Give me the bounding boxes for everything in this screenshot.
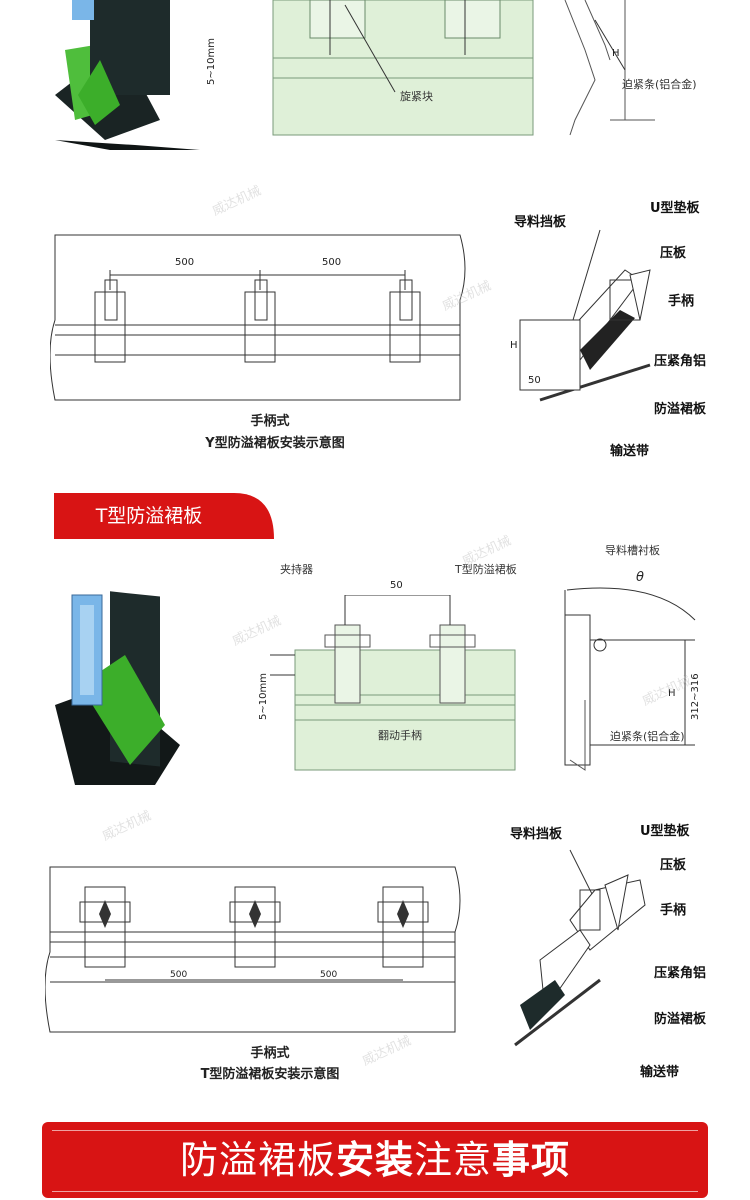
y-handle-label: 手柄 [668, 294, 695, 309]
t-dim-50: 50 [390, 580, 403, 591]
t-dim-5-10: 5~10mm [258, 673, 269, 720]
y-side-dim-h: H [510, 340, 518, 351]
t-caption-line1: 手柄式 [250, 1046, 290, 1061]
y-front-dim-left: 500 [175, 257, 195, 268]
footer-part4: 事项 [492, 1138, 571, 1182]
t-skirt-3d-photo [55, 591, 180, 785]
t-dim-range: 312~316 [690, 673, 701, 720]
t-flip-handle-label: 翻动手柄 [378, 729, 422, 742]
t-section-banner: T型防溢裙板 [54, 493, 274, 539]
tighten-block-label: 旋紧块 [400, 90, 433, 103]
t-banner-title: T型防溢裙板 [95, 505, 203, 527]
footer-part1: 防溢裙板 [179, 1138, 336, 1182]
footer-part3: 注意 [414, 1138, 493, 1182]
y-guide-plate-label: 导料挡板 [514, 215, 567, 230]
t-guide-liner-label: 导料槽衬板 [605, 544, 660, 557]
t-press-plate-label: 压板 [660, 858, 687, 873]
t-guide-plate-label: 导料挡板 [510, 827, 563, 842]
footer-frame [52, 1130, 698, 1192]
t-front-dim-right: 500 [320, 970, 338, 980]
y-top-front-drawing [272, 0, 534, 136]
y-angle-alu-label: 压紧角铝 [654, 354, 707, 369]
t-caption-line2: T型防溢裙板安装示意图 [200, 1067, 340, 1082]
y-skirt-3d-photo [55, 0, 200, 150]
y-caption-line2: Y型防溢裙板安装示意图 [205, 436, 345, 451]
y-u-pad-label: U型垫板 [650, 201, 700, 216]
t-handle-label: 手柄 [660, 903, 687, 918]
y-clamp-strip-label: 迫紧条(铝合金) [622, 78, 697, 91]
t-skirt-label-top: T型防溢裙板 [455, 563, 517, 576]
t-theta: θ [636, 570, 644, 585]
y-top-side-drawing [564, 0, 655, 136]
t-front-dim-left: 500 [170, 970, 188, 980]
y-caption-line1: 手柄式 [250, 414, 290, 429]
footer-part2: 安装 [335, 1138, 414, 1182]
y-skirt-label: 防溢裙板 [654, 402, 707, 417]
t-top-side-drawing [564, 587, 696, 771]
y-front-view-drawing [50, 234, 466, 401]
notice-footer-banner: 防溢裙板安装注意事项 [42, 1122, 708, 1198]
y-press-plate-label: 压板 [660, 246, 687, 261]
y-dim-5-10: 5~10mm [206, 38, 217, 85]
t-dim-h: H [668, 688, 676, 699]
t-belt-label: 输送带 [640, 1065, 680, 1080]
y-side-view-drawing [519, 229, 651, 402]
t-side-view-drawing [514, 849, 646, 1047]
t-clamp-strip-label: 迫紧条(铝合金) [610, 730, 685, 743]
t-clamp-label: 夹持器 [280, 563, 313, 576]
y-side-dim-50: 50 [528, 375, 541, 386]
watermark: 威达机械 [100, 808, 154, 845]
footer-title: 防溢裙板安装注意事项 [42, 1122, 708, 1198]
t-angle-alu-label: 压紧角铝 [654, 966, 707, 981]
t-u-pad-label: U型垫板 [640, 824, 690, 839]
watermark: 威达机械 [210, 183, 264, 220]
t-skirt-label: 防溢裙板 [654, 1012, 707, 1027]
y-belt-label: 输送带 [610, 444, 650, 459]
t-top-front-drawing [270, 595, 516, 771]
t-front-view-drawing [45, 866, 461, 1033]
y-dim-h: H [612, 48, 620, 59]
y-front-dim-right: 500 [322, 257, 342, 268]
